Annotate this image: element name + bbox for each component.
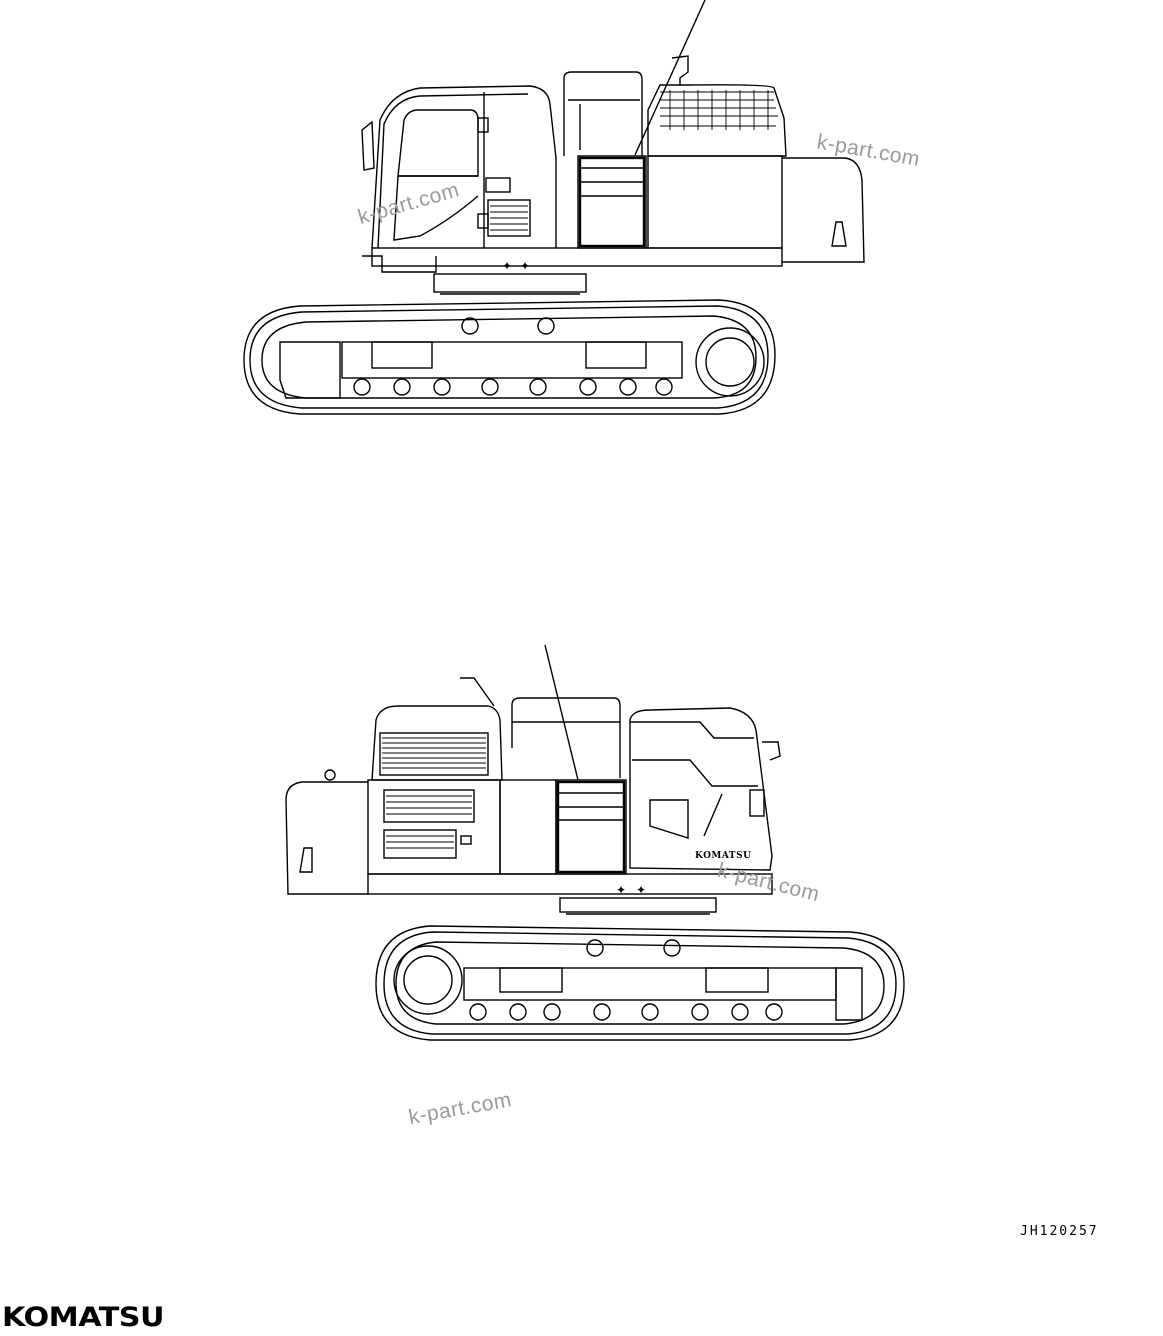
- swing-bearing: [433, 273, 587, 293]
- leader-line-top: [634, 0, 706, 156]
- upper-frame: [367, 873, 773, 895]
- leader-line-bottom: [544, 644, 579, 781]
- drawing-id: JH120257: [1020, 1224, 1099, 1239]
- handrail: [511, 697, 621, 778]
- hood-grille: [379, 732, 489, 776]
- track-rollers: [469, 1003, 783, 1021]
- idler-guard: [279, 341, 341, 399]
- svg-text:✦: ✦: [520, 259, 530, 273]
- track-assembly-top: [243, 299, 776, 415]
- sprocket: [695, 327, 765, 397]
- svg-text:✦: ✦: [636, 883, 646, 897]
- toolbox: [555, 779, 627, 875]
- cab-brand-decal: KOMATSU: [695, 851, 752, 861]
- idler-guard: [835, 967, 863, 1021]
- engine-hood: [647, 84, 787, 157]
- carrier-roller: [537, 317, 555, 335]
- track-rollers: [353, 378, 673, 396]
- engine-hood: [371, 705, 503, 781]
- track-frame: [463, 967, 837, 1001]
- carrier-roller: [663, 939, 681, 957]
- svg-text:✦: ✦: [616, 883, 626, 897]
- cab-vent: [649, 799, 689, 839]
- sprocket: [393, 945, 463, 1015]
- right-side-view: ✦ ✦: [285, 644, 905, 1041]
- left-side-view: ✦ ✦: [243, 0, 865, 415]
- svg-text:✦: ✦: [502, 259, 512, 273]
- track-frame: [341, 341, 683, 379]
- counterweight: [782, 157, 865, 263]
- upper-frame: [371, 247, 783, 267]
- carrier-roller: [586, 939, 604, 957]
- cab-outline: [371, 85, 557, 249]
- counterweight: [285, 781, 368, 895]
- carrier-roller: [461, 317, 479, 335]
- toolbox: [577, 155, 647, 249]
- cab-window: [397, 109, 479, 177]
- brand-logo: KOMATSU: [2, 1302, 165, 1333]
- side-door: [647, 155, 783, 249]
- mirror: [361, 120, 375, 171]
- handrail: [563, 71, 643, 156]
- hood-grille: [660, 90, 778, 130]
- track-assembly-bottom: [375, 925, 905, 1041]
- cab-outline: [629, 707, 773, 871]
- swing-bearing: [559, 897, 717, 913]
- mirror: [749, 789, 765, 817]
- side-door: [367, 779, 501, 875]
